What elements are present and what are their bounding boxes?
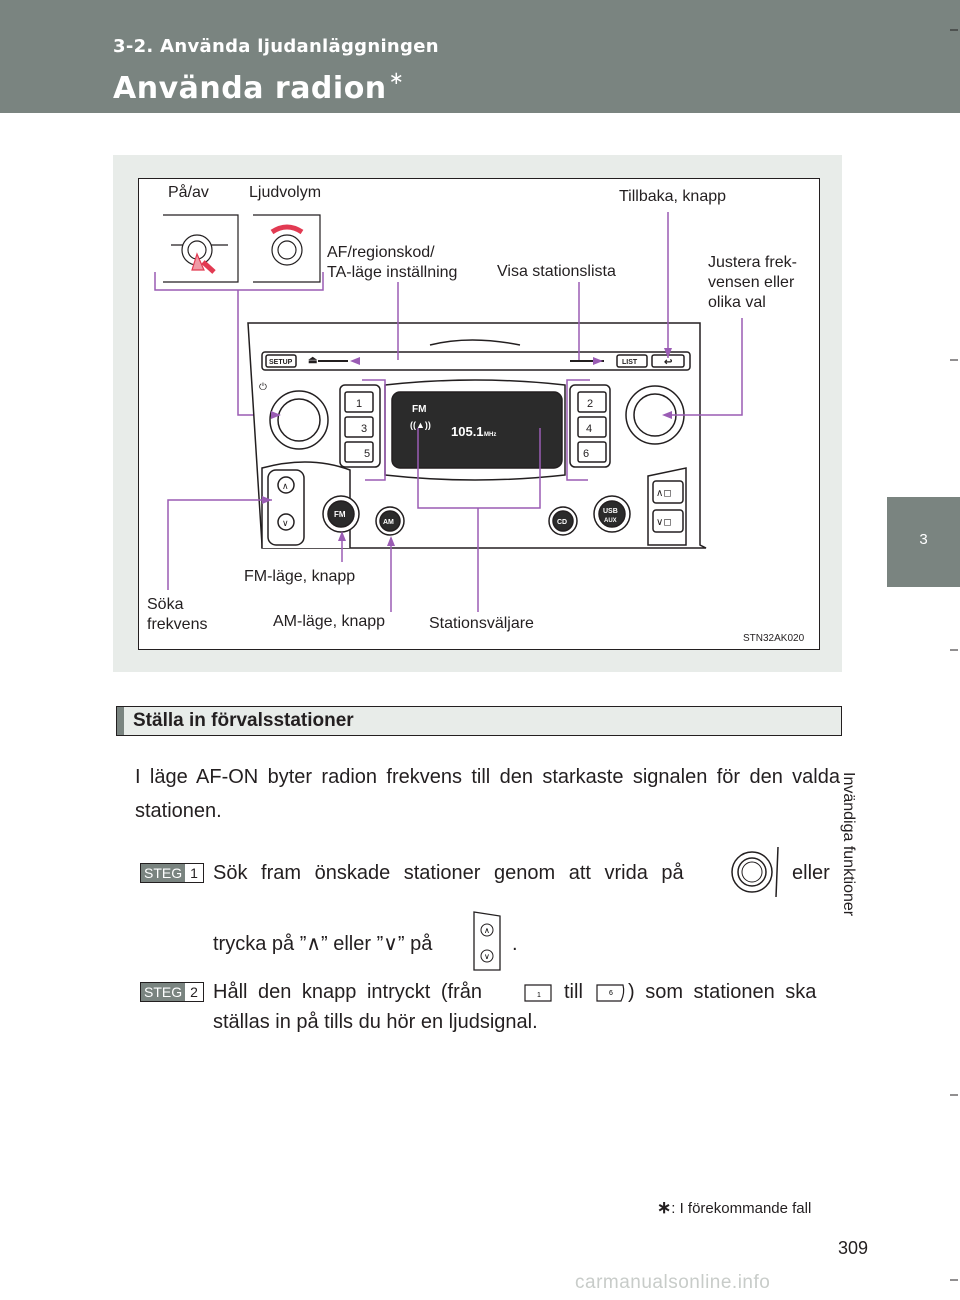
title-footnote-mark: ∗ [388, 68, 405, 89]
chapter-header: 3-2. Använda ljudanläggningen Använda ra… [0, 0, 960, 113]
label-am-button: AM-läge, knapp [273, 613, 386, 630]
chapter-number: 3 [919, 531, 928, 548]
seek-button-icon: ∧ ∨ [473, 911, 501, 971]
section-title: 3-2. Använda ljudanläggningen [113, 36, 439, 57]
preset-5-button[interactable]: 5 [364, 448, 370, 460]
svg-text:1: 1 [537, 992, 541, 999]
step-1-text-d: . [512, 933, 518, 955]
page-title: Använda radion∗ [113, 68, 404, 106]
label-volume: Ljudvolym [249, 184, 322, 201]
callout-lines [167, 212, 743, 612]
tune-up-icon[interactable]: ∧◻ [656, 488, 672, 499]
svg-text:∧: ∧ [484, 926, 490, 935]
preset-2-button[interactable]: 2 [587, 398, 593, 410]
label-seek-line1: Söka [147, 596, 184, 613]
preset-4-button[interactable]: 4 [586, 423, 592, 435]
svg-text:∨: ∨ [484, 952, 490, 961]
step-1-number: 1 [190, 865, 198, 881]
seek-up-icon[interactable]: ∧ [282, 481, 289, 491]
panel-labels: SETUP LIST ↩ ⏏ 1 2 3 4 5 6 FM ((▲)) 105.… [259, 355, 673, 528]
aux-label: AUX [604, 518, 617, 524]
tune-down-icon[interactable]: ∨◻ [656, 517, 672, 528]
intro-paragraph: I läge AF-ON byter radion frekvens till … [135, 766, 840, 822]
footnote: ∗: I förekommande fall [657, 1198, 811, 1218]
display-band: FM [412, 404, 426, 415]
label-tune-line2: vensen eller [708, 274, 795, 291]
fm-button[interactable]: FM [334, 510, 346, 519]
tuning-knob-icon [731, 846, 779, 898]
preset-6-button[interactable]: 6 [583, 448, 589, 460]
chapter-tab[interactable]: 3 [887, 497, 960, 587]
step-2-text-c: ) som stationen ska [628, 981, 817, 1003]
preset-1-button[interactable]: 1 [356, 398, 362, 410]
back-icon[interactable]: ↩ [664, 357, 673, 368]
svg-text:6: 6 [609, 990, 613, 997]
power-symbol-icon: ⏻ [259, 382, 267, 393]
step-2-text-b: till [564, 981, 583, 1003]
label-seek-line2: frekvens [147, 616, 208, 633]
step-1-text-a: Sök fram önskade stationer genom att vri… [213, 862, 684, 884]
seek-down-icon[interactable]: ∨ [282, 518, 289, 528]
section-heading: Ställa in förvalsstationer [133, 710, 354, 731]
step-2-tag: STEG [141, 983, 186, 1001]
display-unit: MHz [484, 432, 496, 438]
footnote-mark: ∗ [657, 1198, 672, 1217]
step-1-text-c: trycka på ”∧” eller ”∨” på [213, 933, 433, 955]
watermark[interactable]: carmanualsonline.info [575, 1272, 771, 1293]
callout-arrowheads [262, 348, 672, 546]
am-button[interactable]: AM [383, 519, 394, 526]
label-back: Tillbaka, knapp [619, 188, 727, 205]
power-knob-inset [163, 214, 239, 283]
label-power: På/av [168, 184, 209, 201]
display-frequency: 105.1 [451, 424, 484, 439]
setup-button[interactable]: SETUP [269, 359, 293, 366]
cd-button[interactable]: CD [557, 519, 567, 526]
step-2-text-d: ställas in på tills du hör en ljudsignal… [213, 1011, 538, 1033]
eject-icon[interactable]: ⏏ [308, 355, 318, 366]
page-number: 309 [838, 1238, 869, 1258]
preset-6-icon: 6 [596, 984, 625, 1002]
signal-icon: ((▲)) [410, 420, 431, 430]
label-tune-line3: olika val [708, 294, 766, 311]
usb-button[interactable]: USB [603, 508, 618, 515]
label-station-selector: Stationsväljare [429, 615, 534, 632]
label-fm-button: FM-läge, knapp [244, 568, 356, 585]
label-tune-line1: Justera frek- [708, 254, 797, 271]
figure-code: STN32AK020 [743, 633, 805, 644]
step-1-tag: STEG [141, 864, 186, 882]
volume-knob-inset [253, 214, 321, 283]
preset-1-icon: 1 [524, 984, 552, 1002]
page-title-text: Använda radion [113, 71, 387, 106]
label-af-line2: TA-läge inställning [327, 264, 458, 281]
label-af-line1: AF/regionskod/ [327, 244, 435, 261]
section-heading-box: Ställa in förvalsstationer [116, 706, 842, 736]
label-station-list: Visa stationslista [497, 263, 616, 280]
preset-3-button[interactable]: 3 [361, 423, 367, 435]
step-2-text-a: Håll den knapp intryckt (från [213, 981, 483, 1003]
step-1-text-b: eller [792, 862, 830, 884]
footnote-text: : I förekommande fall [671, 1200, 812, 1217]
step-2-number: 2 [190, 984, 198, 1000]
list-button[interactable]: LIST [622, 359, 638, 366]
